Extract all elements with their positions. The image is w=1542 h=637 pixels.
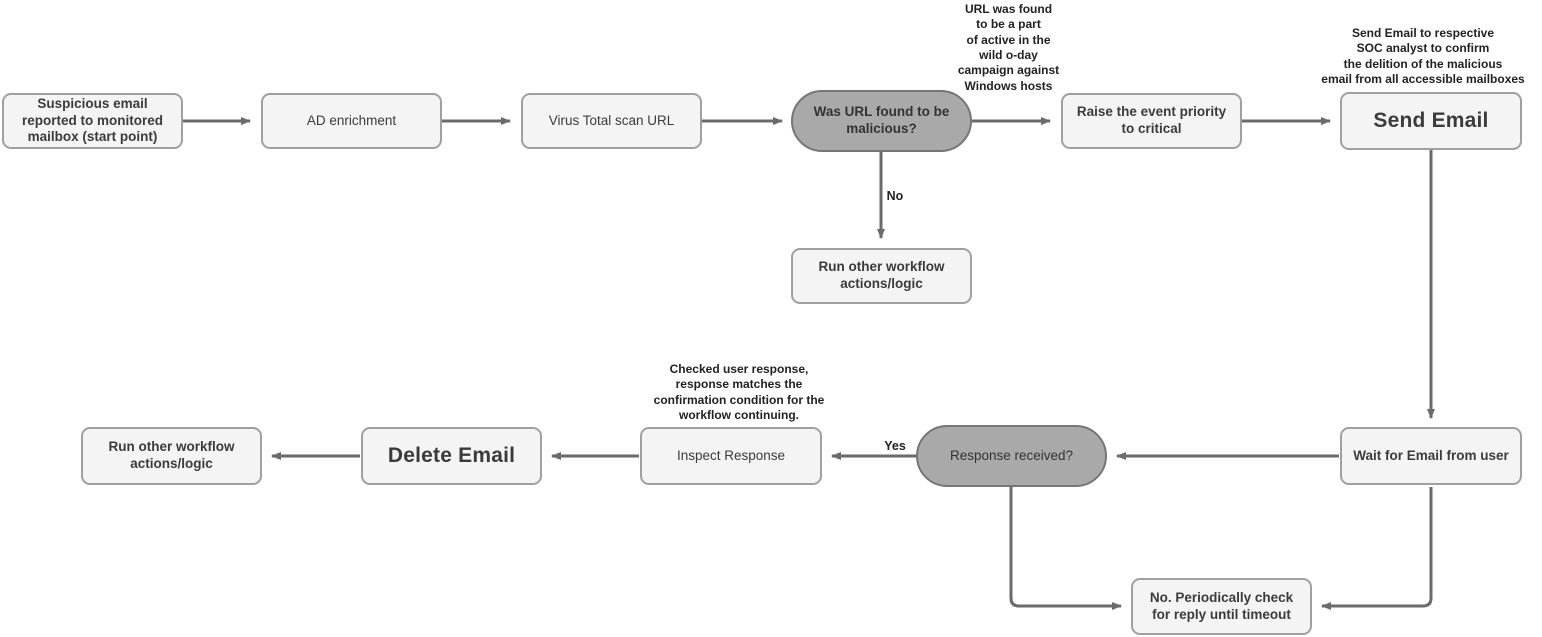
edge-label-no-branch: No [886, 189, 904, 203]
node-run-other-workflow-bottom[interactable]: Run other workflow actions/logic [81, 427, 262, 485]
node-virus-total-scan[interactable]: Virus Total scan URL [521, 93, 702, 149]
node-decision-response-received[interactable]: Response received? [916, 425, 1107, 487]
edge-label-checked-user-response: Checked user response, response matches … [653, 362, 825, 423]
node-run-other-workflow-top[interactable]: Run other workflow actions/logic [791, 248, 972, 304]
node-raise-priority[interactable]: Raise the event priority to critical [1061, 93, 1242, 149]
node-send-email[interactable]: Send Email [1340, 92, 1522, 150]
node-wait-for-email[interactable]: Wait for Email from user [1340, 427, 1522, 485]
node-ad-enrichment[interactable]: AD enrichment [261, 93, 442, 149]
edge-label-yes-branch: Yes [884, 439, 906, 453]
edge-label-soc-confirmation: Send Email to respective SOC analyst to … [1321, 26, 1525, 87]
edge-label-zero-day-campaign: URL was found to be a part of active in … [957, 2, 1060, 93]
node-periodic-check[interactable]: No. Periodically check for reply until t… [1131, 578, 1312, 635]
edge-response-to-periodic [1009, 487, 1122, 610]
edge-wait-to-periodic [1321, 487, 1433, 610]
node-start[interactable]: Suspicious email reported to monitored m… [2, 93, 183, 149]
node-delete-email[interactable]: Delete Email [361, 427, 542, 485]
node-decision-url-malicious[interactable]: Was URL found to be malicious? [791, 90, 972, 152]
node-inspect-response[interactable]: Inspect Response [640, 427, 822, 485]
